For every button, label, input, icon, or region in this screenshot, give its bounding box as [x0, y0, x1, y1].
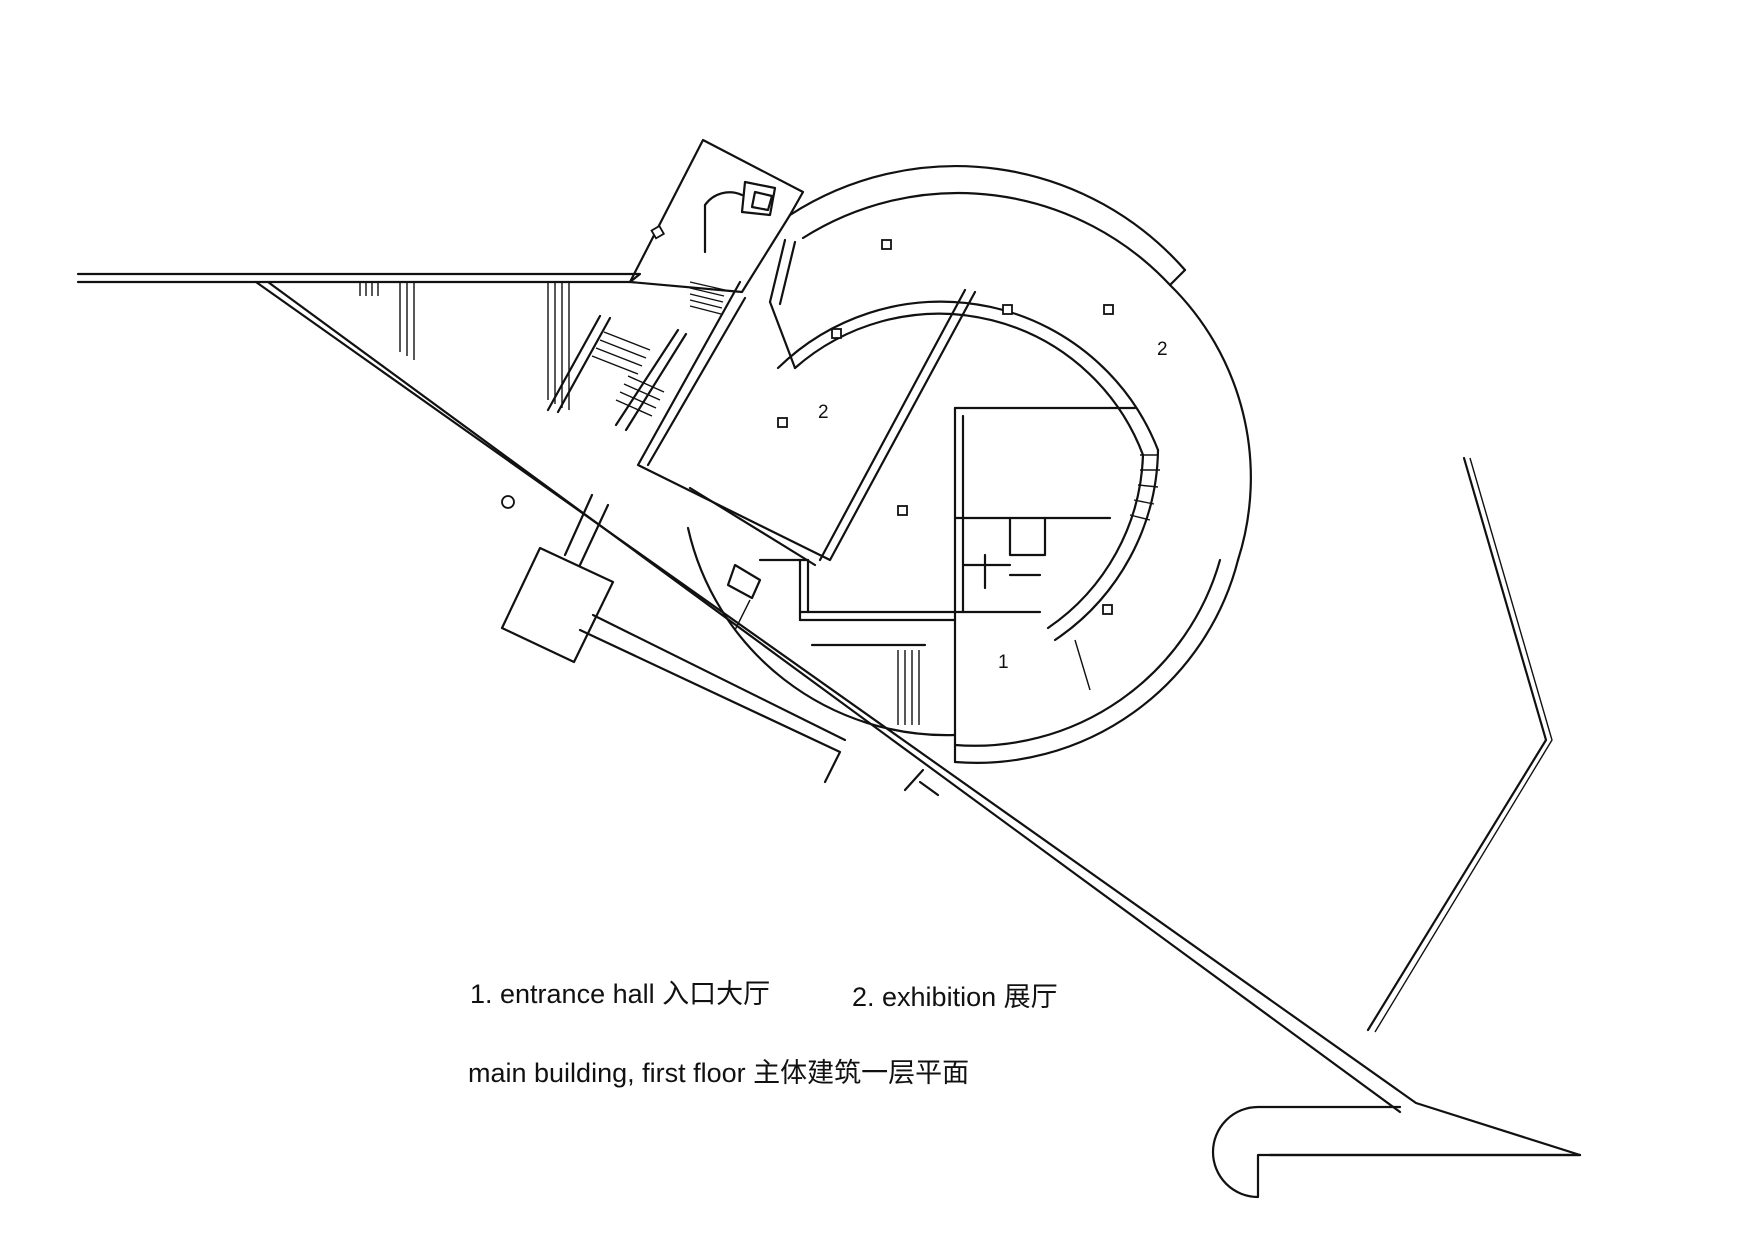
plan-title: main building, first floor 主体建筑一层平面	[468, 1058, 970, 1088]
cylinder-outer-walls	[686, 164, 1252, 764]
room-labels: 1 2 2	[818, 339, 1168, 673]
stair-tower	[628, 138, 805, 370]
room-label-exhibition-ring: 2	[1157, 339, 1168, 360]
stair-treads-top	[689, 281, 726, 315]
rectangular-gallery	[636, 280, 977, 567]
room-label-exhibition-box: 2	[818, 402, 829, 423]
stair-treads-lower	[897, 650, 920, 725]
columns	[501, 224, 1114, 615]
stair-treads-left	[591, 331, 665, 417]
site-boundary-walls	[76, 272, 1582, 1199]
legend-entrance-hall: 1. entrance hall 入口大厅	[470, 979, 771, 1009]
lower-left-pavilion	[500, 493, 940, 797]
room-label-entrance-hall: 1	[998, 652, 1009, 673]
left-stairs	[359, 282, 688, 432]
service-rooms	[726, 406, 1160, 764]
legend-exhibition: 2. exhibition 展厅	[852, 982, 1058, 1012]
stair-treads-curved	[1129, 454, 1160, 521]
